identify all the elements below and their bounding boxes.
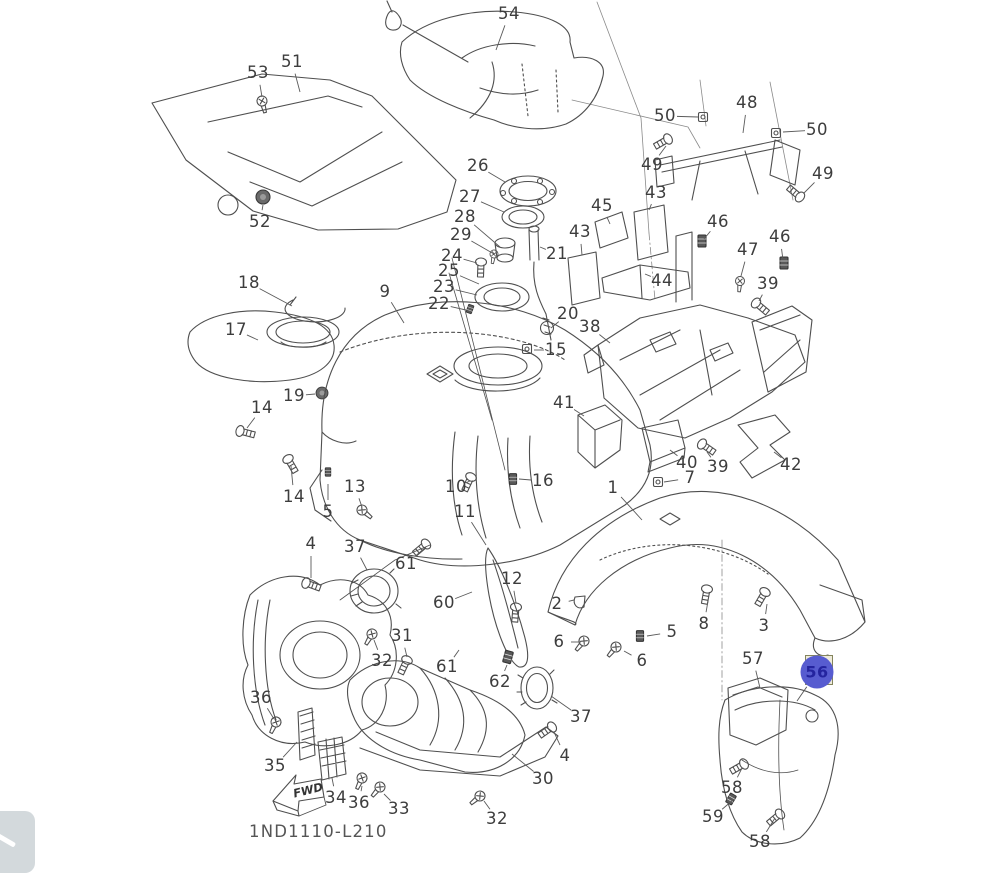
callout-45[interactable]: 45 <box>591 195 613 215</box>
lower-pads-40-41-42 <box>577 404 791 479</box>
callout-19[interactable]: 19 <box>283 385 305 405</box>
callout-51[interactable]: 51 <box>281 51 303 71</box>
callout-4-b[interactable]: 4 <box>559 745 571 765</box>
edge-tool-icon[interactable] <box>0 811 35 873</box>
callout-53[interactable]: 53 <box>247 62 269 82</box>
callout-36-b[interactable]: 36 <box>348 792 370 812</box>
callout-47[interactable]: 47 <box>737 239 759 259</box>
callout-1[interactable]: 1 <box>607 477 619 497</box>
callout-6[interactable]: 6 <box>553 631 565 651</box>
callout-17[interactable]: 17 <box>225 319 247 339</box>
callout-20[interactable]: 20 <box>557 303 579 323</box>
callout-5[interactable]: 5 <box>322 501 334 521</box>
callout-31[interactable]: 31 <box>391 625 413 645</box>
callout-10[interactable]: 10 <box>445 476 467 496</box>
callout-5-b[interactable]: 5 <box>666 621 678 641</box>
callout-58-b[interactable]: 58 <box>749 831 771 851</box>
callout-58[interactable]: 58 <box>721 777 743 797</box>
callout-40[interactable]: 40 <box>676 452 698 472</box>
callout-37-b[interactable]: 37 <box>570 706 592 726</box>
callout-33[interactable]: 33 <box>388 798 410 818</box>
callout-28[interactable]: 28 <box>454 206 476 226</box>
callout-16[interactable]: 16 <box>532 470 554 490</box>
callout-32-b[interactable]: 32 <box>486 808 508 828</box>
callout-35[interactable]: 35 <box>264 755 286 775</box>
fwd-arrow <box>272 774 327 817</box>
callout-32[interactable]: 32 <box>371 650 393 670</box>
callout-36[interactable]: 36 <box>250 687 272 707</box>
callout-61-b[interactable]: 61 <box>436 656 458 676</box>
callout-43-b[interactable]: 43 <box>569 221 591 241</box>
callout-21[interactable]: 21 <box>546 243 568 263</box>
diagram-part-code: 1ND1110-L210 <box>249 822 388 841</box>
callout-29[interactable]: 29 <box>450 224 472 244</box>
callout-2[interactable]: 2 <box>551 593 563 613</box>
callout-4[interactable]: 4 <box>305 533 317 553</box>
callout-54[interactable]: 54 <box>498 3 520 23</box>
callout-61[interactable]: 61 <box>395 553 417 573</box>
callout-27[interactable]: 27 <box>459 186 481 206</box>
callout-49[interactable]: 49 <box>641 154 663 174</box>
callout-25[interactable]: 25 <box>438 260 460 280</box>
callout-34[interactable]: 34 <box>325 787 347 807</box>
callout-14-b[interactable]: 14 <box>283 486 305 506</box>
callout-8[interactable]: 8 <box>698 613 710 633</box>
callout-39-b[interactable]: 39 <box>707 456 729 476</box>
callout-14[interactable]: 14 <box>251 397 273 417</box>
stay-bracket-assembly-38 <box>583 231 813 439</box>
front-grille-panel-51 <box>151 73 457 231</box>
callout-48[interactable]: 48 <box>736 92 758 112</box>
fuel-tank-cover-9 <box>309 301 652 567</box>
callout-43[interactable]: 43 <box>645 182 667 202</box>
callout-50-b[interactable]: 50 <box>806 119 828 139</box>
callout-59[interactable]: 59 <box>702 806 724 826</box>
callout-57[interactable]: 57 <box>742 648 764 668</box>
front-panel-54 <box>385 0 604 130</box>
callout-50[interactable]: 50 <box>654 105 676 125</box>
callout-24[interactable]: 24 <box>441 245 463 265</box>
callout-52[interactable]: 52 <box>249 211 271 231</box>
callout-38[interactable]: 38 <box>579 316 601 336</box>
side-grilles-33-34-35-36 <box>297 707 388 800</box>
callout-18[interactable]: 18 <box>238 272 260 292</box>
callout-62[interactable]: 62 <box>489 671 511 691</box>
callout-13[interactable]: 13 <box>344 476 366 496</box>
callout-60[interactable]: 60 <box>433 592 455 612</box>
callout-41[interactable]: 41 <box>553 392 575 412</box>
callout-12[interactable]: 12 <box>501 568 523 588</box>
callout-11[interactable]: 11 <box>454 501 476 521</box>
callout-26[interactable]: 26 <box>467 155 489 175</box>
intake-duct-assembly-30 <box>346 601 559 809</box>
callout-49-b[interactable]: 49 <box>812 163 834 183</box>
callout-23[interactable]: 23 <box>433 276 455 296</box>
carrier-stay-48-49-50 <box>651 111 808 205</box>
callout-56[interactable]: 56 <box>800 655 834 689</box>
damper-pads-43-44-45-46-47 <box>567 204 789 318</box>
callout-22[interactable]: 22 <box>428 293 450 313</box>
phantom-boundary-lines <box>571 1 794 701</box>
callout-46-b[interactable]: 46 <box>769 226 791 246</box>
callout-42[interactable]: 42 <box>780 454 802 474</box>
callout-37[interactable]: 37 <box>344 536 366 556</box>
callout-7[interactable]: 7 <box>684 467 696 487</box>
callout-30[interactable]: 30 <box>532 768 554 788</box>
callout-15[interactable]: 15 <box>545 339 567 359</box>
callout-3[interactable]: 3 <box>758 615 770 635</box>
callout-44[interactable]: 44 <box>651 270 673 290</box>
callout-46[interactable]: 46 <box>707 211 729 231</box>
windshield-strip-60 <box>410 536 529 668</box>
callout-6-b[interactable]: 6 <box>636 650 648 670</box>
callout-9[interactable]: 9 <box>379 281 391 301</box>
callout-39[interactable]: 39 <box>757 273 779 293</box>
